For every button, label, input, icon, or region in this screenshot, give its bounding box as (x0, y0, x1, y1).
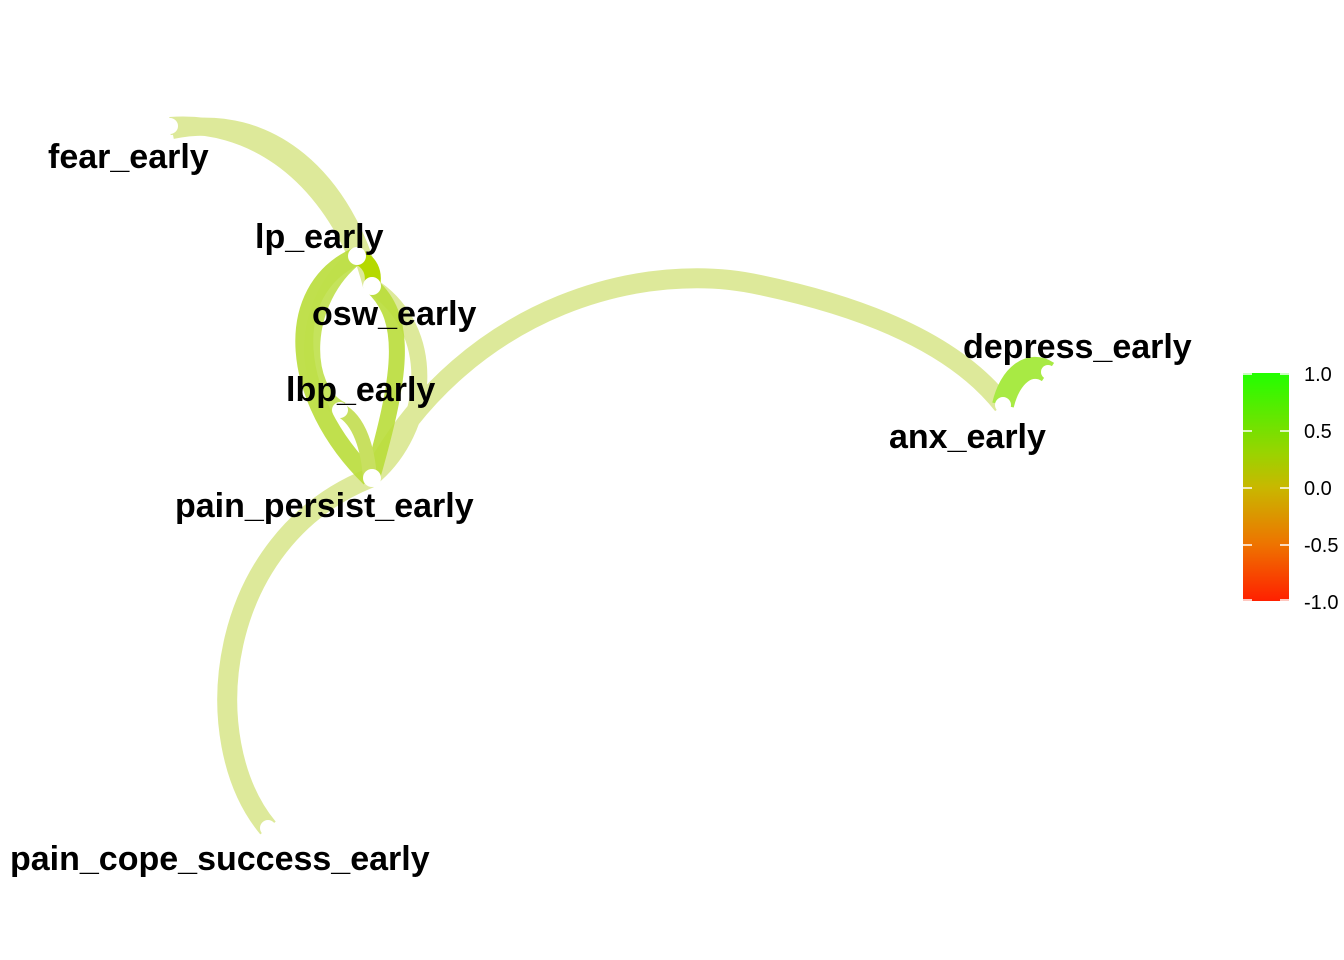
legend-tick-label: -1.0 (1304, 592, 1338, 614)
node-depress-early (1041, 365, 1055, 379)
node-lp-early (348, 247, 366, 265)
legend-tick-label: -0.5 (1304, 535, 1338, 557)
edge-lp-lbp (304, 249, 363, 418)
label-osw-early: osw_early (312, 295, 477, 333)
edge-pain-persist-anx (363, 268, 1011, 481)
edges (169, 116, 1055, 835)
node-osw-early (363, 277, 381, 295)
node-lbp-early (332, 402, 348, 418)
node-pain-persist-early (363, 469, 381, 487)
label-fear-early: fear_early (48, 138, 209, 176)
legend-colorbar (1243, 373, 1289, 601)
label-anx-early: anx_early (889, 418, 1046, 456)
nodes (162, 118, 1055, 836)
node-pain-cope-success-early (260, 820, 276, 836)
legend-tick-label: 1.0 (1304, 364, 1332, 386)
label-pain-cope-success-early: pain_cope_success_early (10, 840, 430, 878)
legend-tick-label: 0.0 (1304, 478, 1332, 500)
legend-ticks (1243, 373, 1289, 601)
label-lp-early: lp_early (255, 218, 384, 256)
legend-tick-label: 0.5 (1304, 421, 1332, 443)
label-depress-early: depress_early (963, 328, 1192, 366)
edge-fear-osw (170, 117, 381, 289)
node-fear-early (162, 118, 178, 134)
label-pain-persist-early: pain_persist_early (175, 487, 474, 525)
color-legend: 1.0 0.5 0.0 -0.5 -1.0 (1243, 364, 1338, 614)
node-labels: fear_early lp_early osw_early lbp_early … (10, 138, 1192, 878)
edge-pain-persist-pain-cope-success (217, 468, 374, 835)
label-lbp-early: lbp_early (286, 371, 435, 409)
edge-osw-lbp (364, 280, 405, 481)
node-anx-early (995, 397, 1011, 413)
